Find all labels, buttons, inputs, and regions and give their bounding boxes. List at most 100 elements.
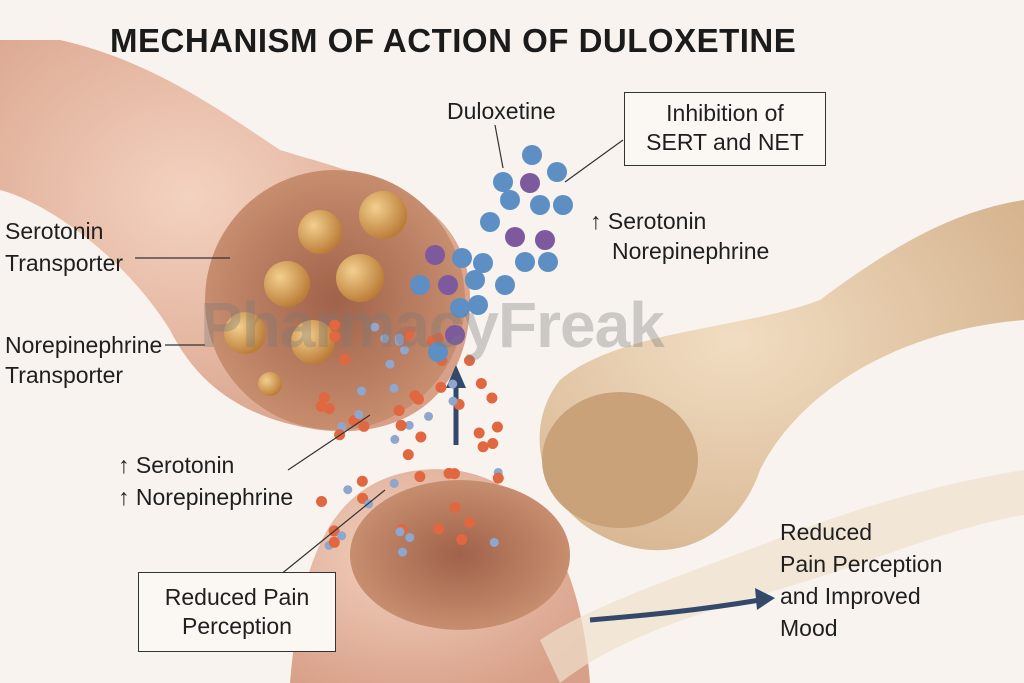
duloxetine-label: Duloxetine bbox=[447, 98, 556, 124]
serotonin-molecule bbox=[449, 502, 461, 514]
duloxetine-atom bbox=[438, 275, 458, 295]
serotonin-molecule bbox=[491, 421, 503, 433]
serotonin-molecule bbox=[356, 475, 368, 487]
duloxetine-atom bbox=[473, 253, 493, 273]
serotonin-molecule bbox=[329, 330, 341, 342]
norepinephrine-molecule bbox=[370, 322, 380, 332]
serotonin-molecule bbox=[456, 534, 468, 546]
duloxetine-atom bbox=[425, 245, 445, 265]
duloxetine-atom bbox=[452, 248, 472, 268]
duloxetine-atom bbox=[500, 190, 520, 210]
vesicle bbox=[298, 210, 342, 254]
serotonin-transporter-label-1: Serotonin bbox=[5, 218, 104, 244]
vesicle-group bbox=[224, 191, 407, 396]
norepinephrine-molecule bbox=[405, 533, 415, 543]
norepinephrine-molecule bbox=[337, 531, 347, 541]
duloxetine-atom bbox=[465, 270, 485, 290]
inhibition-box: Inhibition of SERT and NET bbox=[624, 92, 826, 166]
nerve-tail bbox=[540, 470, 1024, 683]
serotonin-molecule bbox=[358, 420, 370, 432]
duloxetine-atom bbox=[450, 298, 470, 318]
serotonin-molecule bbox=[339, 354, 351, 365]
serotonin-molecule bbox=[414, 471, 426, 483]
leader-lines bbox=[135, 124, 624, 576]
norepinephrine-molecule bbox=[394, 333, 404, 343]
norepinephrine-transporter-label-2: Transporter bbox=[5, 362, 124, 388]
norepinephrine-molecule bbox=[448, 396, 458, 406]
serotonin-molecule bbox=[464, 516, 476, 528]
norepinephrine-molecule bbox=[389, 383, 399, 393]
duloxetine-atom bbox=[515, 252, 535, 272]
serotonin-molecule bbox=[393, 405, 405, 417]
reduced-pain-line-1: Reduced Pain bbox=[164, 584, 310, 610]
outcome-line-4: Mood bbox=[780, 615, 838, 641]
norepinephrine-molecule bbox=[424, 411, 434, 421]
norepinephrine-molecule bbox=[354, 409, 364, 419]
serotonin-molecule bbox=[415, 431, 427, 443]
norepinephrine-molecule bbox=[404, 420, 414, 430]
duloxetine-atom bbox=[538, 252, 558, 272]
serotonin-molecule bbox=[473, 427, 485, 439]
serotonin-molecule bbox=[329, 319, 341, 331]
norepinephrine-molecule bbox=[390, 434, 400, 444]
right-serotonin-increase: ↑ Serotonin bbox=[590, 208, 707, 234]
norepinephrine-molecule bbox=[489, 537, 499, 547]
serotonin-molecule bbox=[402, 449, 414, 461]
norepinephrine-transporter-label-1: Norepinephrine bbox=[5, 332, 163, 358]
duloxetine-atom bbox=[428, 342, 448, 362]
duloxetine-atom bbox=[495, 275, 515, 295]
norepinephrine-molecule bbox=[389, 478, 399, 488]
vesicle bbox=[224, 312, 266, 354]
vesicle bbox=[264, 261, 310, 307]
watermark: PharmacyFreak bbox=[200, 289, 665, 361]
duloxetine-molecule bbox=[410, 145, 573, 362]
outcome-line-3: and Improved bbox=[780, 583, 921, 609]
vesicle bbox=[291, 320, 335, 364]
outcome-arrow-head bbox=[755, 588, 775, 610]
serotonin-molecule bbox=[492, 472, 504, 484]
duloxetine-atom bbox=[410, 275, 430, 295]
page-title: MECHANISM OF ACTION OF DULOXETINE bbox=[110, 22, 797, 59]
serotonin-molecule bbox=[486, 392, 498, 404]
serotonin-molecule bbox=[443, 467, 455, 479]
norepinephrine-molecule bbox=[356, 386, 366, 396]
norepinephrine-molecule bbox=[380, 334, 390, 344]
serotonin-molecule bbox=[318, 392, 330, 404]
reduced-pain-line-2: Perception bbox=[182, 613, 292, 639]
norepinephrine-molecule bbox=[399, 345, 409, 355]
norepinephrine-molecule bbox=[385, 359, 395, 369]
inhibition-line-2: SERT and NET bbox=[646, 129, 804, 155]
right-norepinephrine-increase: Norepinephrine bbox=[612, 238, 770, 264]
norepinephrine-molecule bbox=[448, 379, 458, 389]
outcome-line-2: Pain Perception bbox=[780, 551, 943, 577]
outcome-label: Reduced Pain Perception and Improved Moo… bbox=[780, 516, 942, 644]
serotonin-molecule bbox=[328, 536, 340, 548]
duloxetine-atom bbox=[522, 145, 542, 165]
serotonin-molecule bbox=[435, 381, 447, 393]
neurotransmitter-group bbox=[315, 319, 504, 557]
vesicle bbox=[336, 254, 384, 302]
serotonin-molecule bbox=[316, 496, 328, 508]
duloxetine-atom bbox=[480, 212, 500, 232]
vesicle bbox=[258, 372, 282, 396]
outcome-line-1: Reduced bbox=[780, 519, 873, 545]
left-norepinephrine-increase: ↑ Norepinephrine bbox=[118, 484, 294, 510]
left-serotonin-increase: ↑ Serotonin bbox=[118, 452, 235, 478]
norepinephrine-molecule bbox=[343, 485, 353, 495]
vesicle bbox=[359, 191, 407, 239]
duloxetine-atom bbox=[530, 195, 550, 215]
duloxetine-atom bbox=[520, 173, 540, 193]
duloxetine-atom bbox=[493, 172, 513, 192]
inhibition-line-1: Inhibition of bbox=[666, 100, 784, 126]
serotonin-transporter-label-2: Transporter bbox=[5, 250, 124, 276]
norepinephrine-molecule bbox=[395, 527, 405, 537]
serotonin-molecule bbox=[395, 419, 407, 431]
serotonin-molecule bbox=[409, 390, 421, 402]
serotonin-molecule bbox=[487, 437, 499, 449]
duloxetine-atom bbox=[553, 195, 573, 215]
duloxetine-atom bbox=[505, 227, 525, 247]
serotonin-molecule bbox=[463, 354, 475, 366]
duloxetine-atom bbox=[547, 162, 567, 182]
adjacent-neuron-opening bbox=[542, 392, 698, 528]
